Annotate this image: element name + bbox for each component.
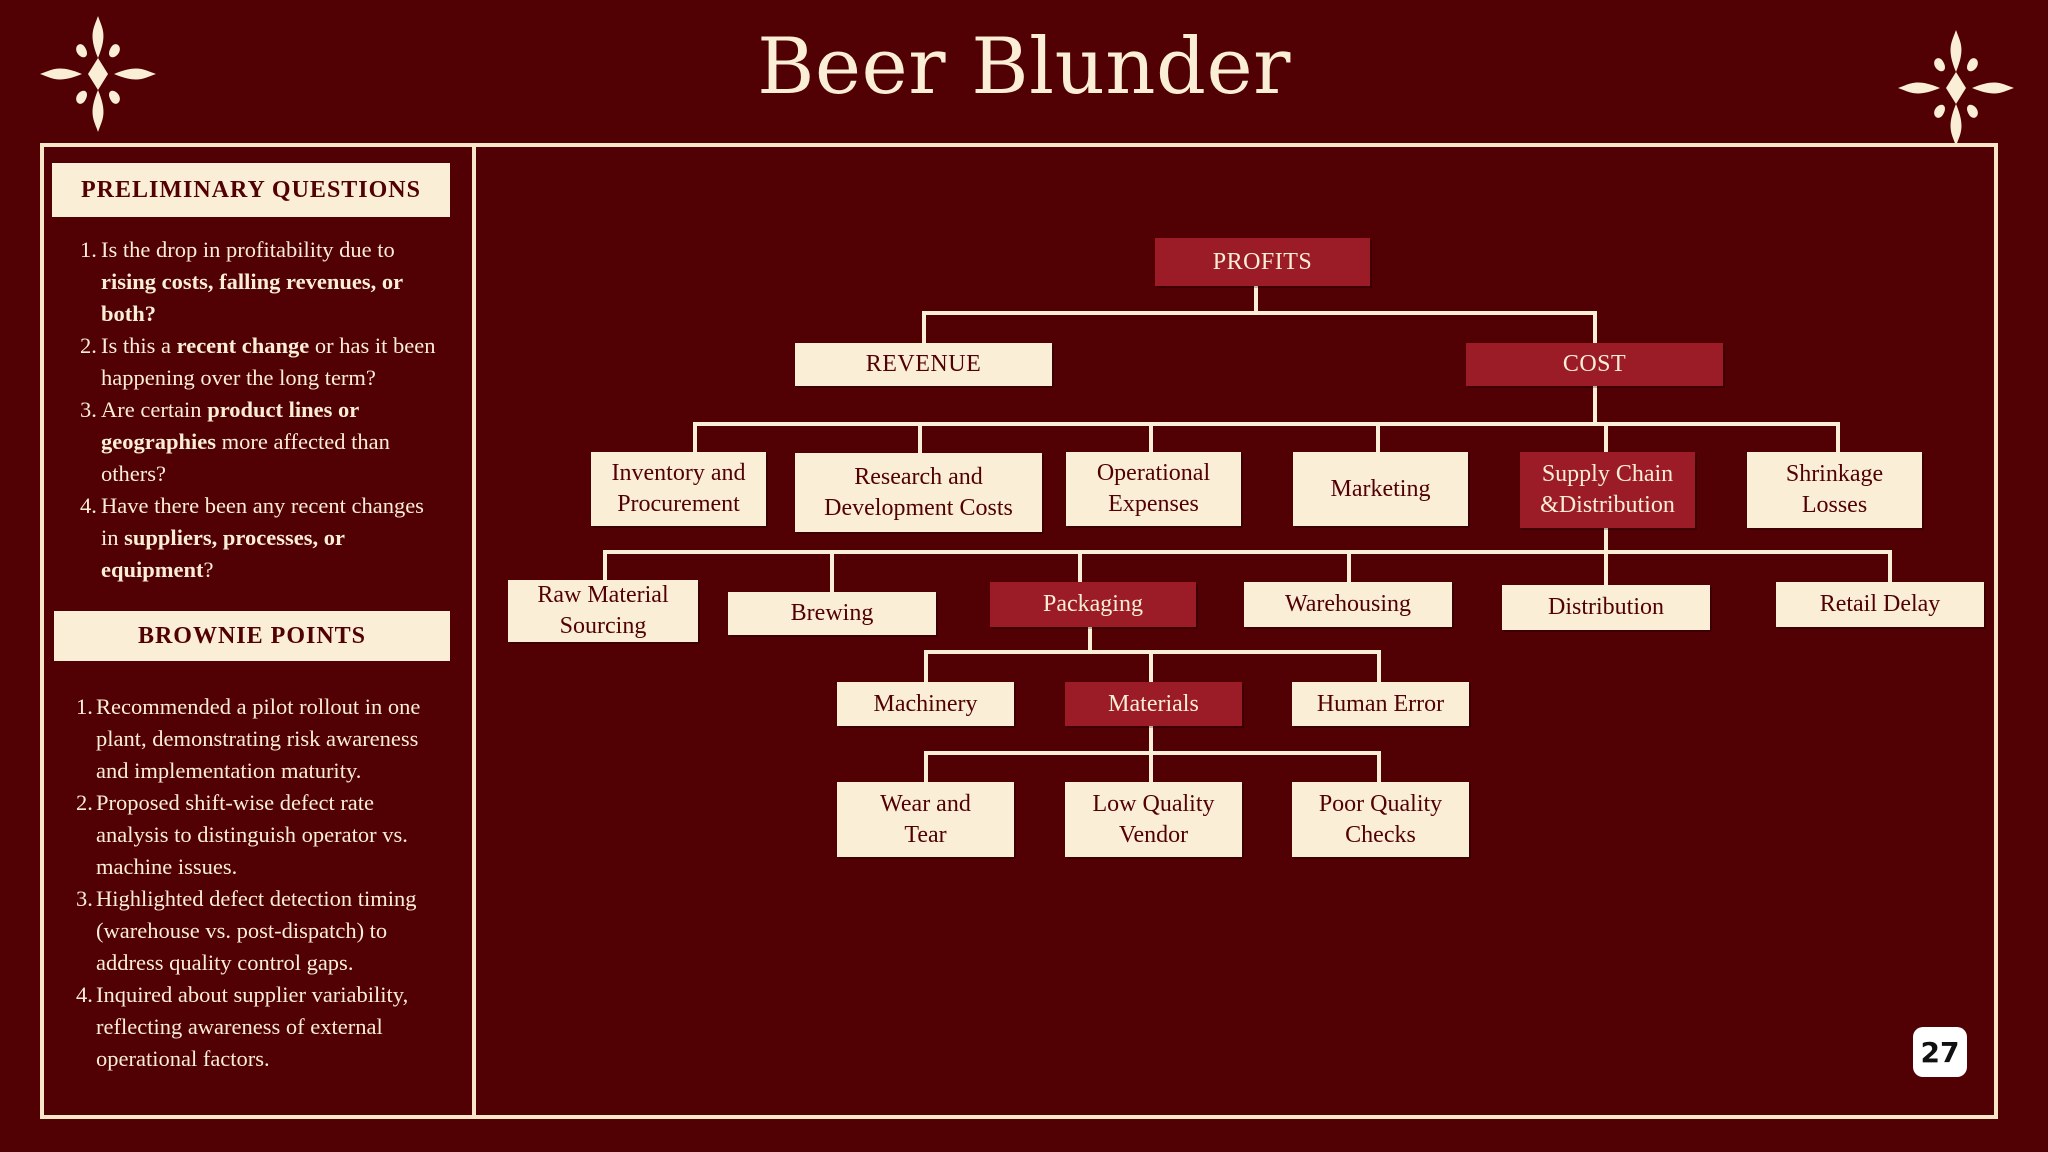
node-cost: COST	[1466, 343, 1723, 386]
brownie-point-line: and implementation maturity.	[96, 758, 362, 783]
emphasis-text: rising costs, falling revenues, or	[101, 269, 404, 294]
question-text: Are certain	[101, 397, 208, 422]
brownie-point-4: 4.Inquired about supplier variability, re…	[52, 979, 452, 1075]
question-line: others?	[101, 458, 458, 490]
brownie-point-3: 3.Highlighted defect detection timing (wa…	[52, 883, 452, 979]
brownie-point-2: 2.Proposed shift-wise defect rate analysi…	[52, 787, 452, 883]
emphasis-text: product lines or	[207, 397, 360, 422]
brownie-point-line: Proposed shift-wise defect rate	[96, 790, 375, 815]
content-frame	[40, 143, 1998, 1119]
brownie-point-line: Highlighted defect detection timing	[96, 886, 417, 911]
preliminary-questions-heading: PRELIMINARY QUESTIONS	[52, 163, 450, 217]
brownie-points-list: 1.Recommended a pilot rollout in one plan…	[52, 691, 452, 1075]
brownie-points-heading: BROWNIE POINTS	[54, 611, 450, 661]
question-line: geographies more affected than	[101, 426, 458, 458]
node-warehousing: Warehousing	[1244, 582, 1452, 627]
question-line: Have there been any recent changes	[101, 490, 458, 522]
brownie-point-line: operational factors.	[96, 1046, 270, 1071]
node-machinery: Machinery	[837, 682, 1014, 726]
question-line: Are certain product lines or	[101, 394, 458, 426]
emphasis-text: suppliers, processes, or	[124, 525, 345, 550]
preliminary-question-1: 1.Is the drop in profitability due to ris…	[58, 234, 458, 330]
list-number: 3.	[80, 397, 97, 422]
node-brewing: Brewing	[728, 592, 936, 635]
question-line: equipment?	[101, 554, 458, 586]
brownie-point-line: Recommended a pilot rollout in one	[96, 694, 421, 719]
node-low-quality-vendor: Low Quality Vendor	[1065, 782, 1242, 857]
ornament-left-icon	[40, 16, 156, 132]
node-marketing: Marketing	[1293, 452, 1468, 526]
emphasis-text: equipment	[101, 557, 204, 582]
page-number-badge: 27	[1913, 1027, 1967, 1077]
list-number: 4.	[80, 493, 97, 518]
emphasis-text: geographies	[101, 429, 216, 454]
preliminary-questions-list: 1.Is the drop in profitability due to ris…	[58, 234, 458, 586]
question-line: Is this a recent change or has it been	[101, 330, 458, 362]
question-text: Is the drop in profitability due to	[101, 237, 395, 262]
question-text: happening over the long term?	[101, 365, 376, 390]
node-inventory-procurement: Inventory and Procurement	[591, 452, 766, 526]
brownie-point-1: 1.Recommended a pilot rollout in one plan…	[52, 691, 452, 787]
question-line: rising costs, falling revenues, or	[101, 266, 458, 298]
question-text: Have there been any recent changes	[101, 493, 424, 518]
preliminary-question-4: 4.Have there been any recent changes in s…	[58, 490, 458, 586]
question-text: others?	[101, 461, 166, 486]
list-number: 2.	[80, 333, 97, 358]
node-poor-quality-checks: Poor Quality Checks	[1292, 782, 1469, 857]
list-number: 3.	[76, 886, 93, 911]
question-text: more affected than	[216, 429, 390, 454]
node-materials: Materials	[1065, 682, 1242, 726]
slide-title: Beer Blunder	[757, 22, 1291, 112]
brownie-point-line: (warehouse vs. post-dispatch) to	[96, 918, 388, 943]
node-profits: PROFITS	[1155, 238, 1370, 286]
question-line: Is the drop in profitability due to	[101, 234, 458, 266]
node-distribution: Distribution	[1502, 585, 1710, 630]
question-line: in suppliers, processes, or	[101, 522, 458, 554]
list-number: 1.	[80, 237, 97, 262]
brownie-point-line: reflecting awareness of external	[96, 1014, 383, 1039]
emphasis-text: recent change	[176, 333, 310, 358]
question-line: happening over the long term?	[101, 362, 458, 394]
question-text: or has it been	[309, 333, 436, 358]
brownie-point-line: analysis to distinguish operator vs.	[96, 822, 408, 847]
node-raw-material-sourcing: Raw Material Sourcing	[508, 580, 698, 642]
question-text: ?	[203, 557, 214, 582]
node-wear-and-tear: Wear and Tear	[837, 782, 1014, 857]
question-text: in	[101, 525, 125, 550]
emphasis-text: both?	[101, 301, 157, 326]
list-number: 2.	[76, 790, 93, 815]
brownie-point-line: machine issues.	[96, 854, 238, 879]
list-number: 4.	[76, 982, 93, 1007]
question-line: both?	[101, 298, 458, 330]
list-number: 1.	[76, 694, 93, 719]
ornament-right-icon	[1898, 30, 2014, 146]
preliminary-question-2: 2.Is this a recent change or has it been…	[58, 330, 458, 394]
node-research-development: Research and Development Costs	[795, 453, 1042, 532]
node-human-error: Human Error	[1292, 682, 1469, 726]
brownie-point-line: address quality control gaps.	[96, 950, 354, 975]
brownie-point-line: plant, demonstrating risk awareness	[96, 726, 419, 751]
node-packaging: Packaging	[990, 582, 1196, 627]
node-retail-delay: Retail Delay	[1776, 582, 1984, 627]
question-text: Is this a	[101, 333, 177, 358]
brownie-point-line: Inquired about supplier variability,	[96, 982, 409, 1007]
node-operational-expenses: Operational Expenses	[1066, 452, 1241, 526]
panel-divider	[472, 147, 476, 1115]
node-shrinkage-losses: Shrinkage Losses	[1747, 452, 1922, 528]
node-revenue: REVENUE	[795, 343, 1052, 386]
node-supply-chain-distribution: Supply Chain &Distribution	[1520, 452, 1695, 528]
